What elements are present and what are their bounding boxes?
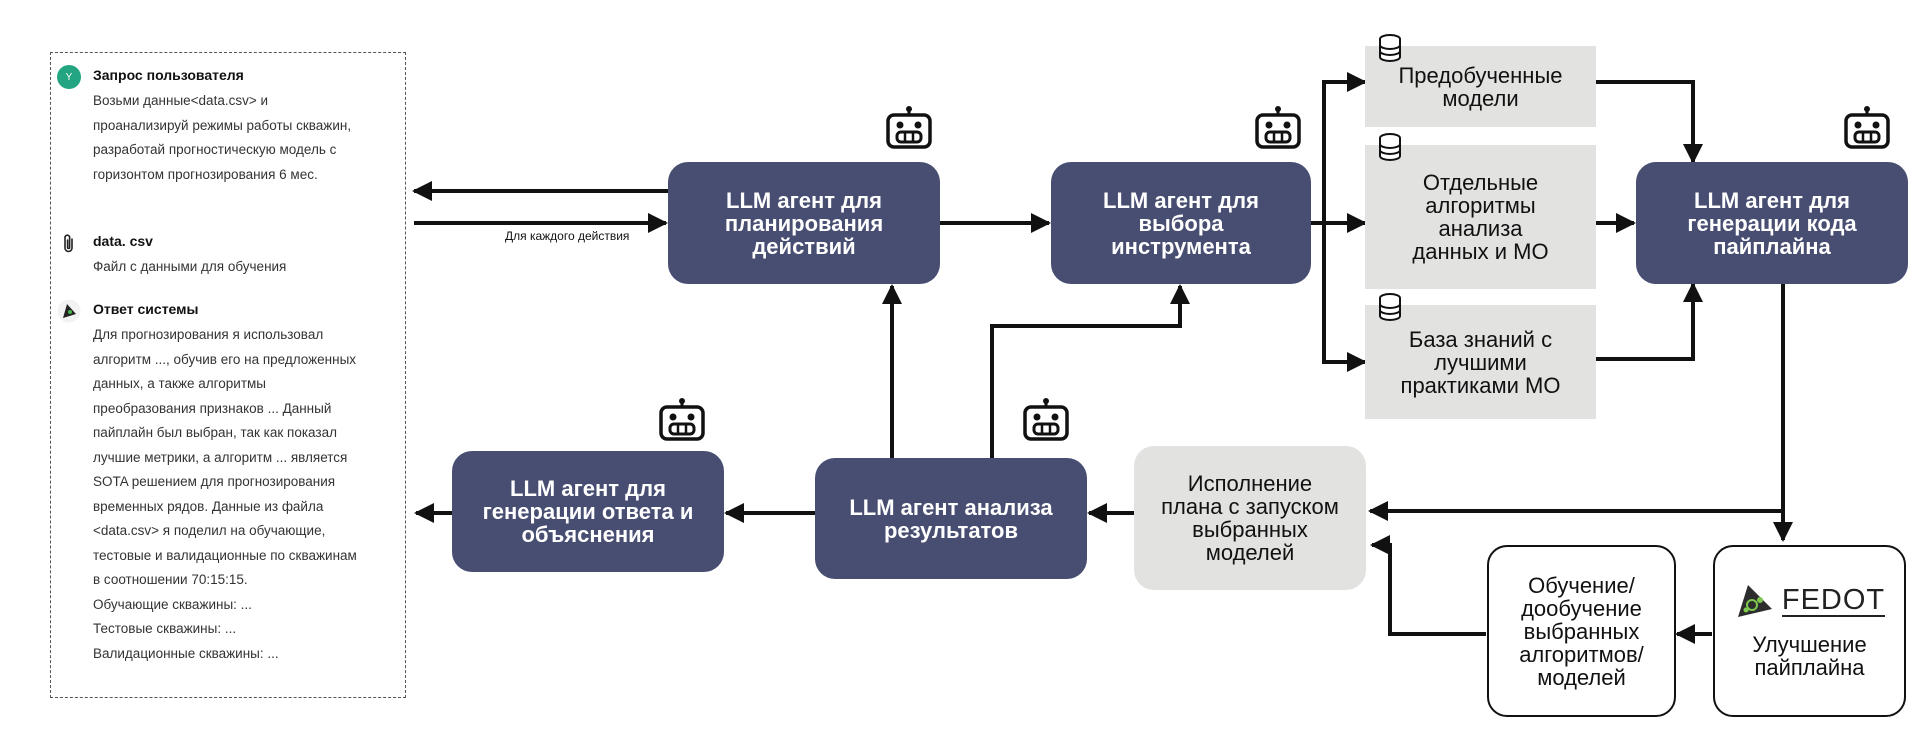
user-message-title: Запрос пользователя bbox=[93, 67, 244, 83]
database-icon bbox=[1379, 293, 1401, 321]
robot-icon bbox=[1255, 106, 1301, 149]
robot-icon bbox=[886, 106, 932, 149]
agent-analysis[interactable]: LLM агент анализа результатов bbox=[815, 458, 1087, 579]
execution-box[interactable]: Исполнение плана с запуском выбранных мо… bbox=[1134, 446, 1366, 590]
tool-algorithms[interactable]: Отдельные алгоритмы анализа данных и МО bbox=[1365, 145, 1596, 289]
tool-pretrained-models[interactable]: Предобученные модели bbox=[1365, 46, 1596, 127]
agent-planning[interactable]: LLM агент для планирования действий bbox=[668, 162, 940, 284]
fedot-box[interactable]: FEDOT Улучшение пайплайна bbox=[1713, 545, 1906, 717]
tool-knowledge-base[interactable]: База знаний с лучшими практиками МО bbox=[1365, 305, 1596, 419]
arrow-knowledge-to-codegen bbox=[1596, 282, 1703, 361]
fedot-logo: FEDOT bbox=[1734, 583, 1886, 619]
robot-icon bbox=[659, 398, 705, 441]
robot-icon bbox=[1844, 106, 1890, 149]
training-box[interactable]: Обучение/ дообучение выбранных алгоритмо… bbox=[1487, 545, 1676, 717]
chat-panel: Y Запрос пользователя Возьми данные<data… bbox=[50, 52, 406, 698]
agent-tool-select[interactable]: LLM агент для выбора инструмента bbox=[1051, 162, 1311, 284]
arrow-pretrained-to-codegen bbox=[1596, 80, 1703, 164]
system-avatar-icon bbox=[57, 299, 81, 323]
system-message-title: Ответ системы bbox=[93, 301, 199, 317]
database-icon bbox=[1379, 34, 1401, 62]
paperclip-icon bbox=[64, 234, 73, 253]
agent-codegen[interactable]: LLM агент для генерации кода пайплайна bbox=[1636, 162, 1908, 284]
system-message-text: Для прогнозирования я использовал алгори… bbox=[93, 327, 357, 661]
agent-answer[interactable]: LLM агент для генерации ответа и объясне… bbox=[452, 451, 724, 572]
fedot-caption: Улучшение пайплайна bbox=[1752, 632, 1867, 680]
arrow-toolselect-to-knowledge bbox=[1322, 223, 1367, 372]
edge-label-each-action: Для каждого действия bbox=[505, 229, 630, 243]
fedot-logo-text: FEDOT bbox=[1781, 584, 1886, 617]
robot-icon bbox=[1023, 398, 1069, 441]
database-icon bbox=[1379, 133, 1401, 161]
fedot-logo-icon bbox=[1737, 585, 1772, 617]
user-message-text: Возьми данные<data.csv> и проанализируй … bbox=[93, 93, 352, 182]
user-avatar-icon: Y bbox=[57, 65, 81, 89]
arrow-training-to-execution bbox=[1370, 535, 1486, 636]
attachment-file-name[interactable]: data. csv bbox=[93, 233, 153, 249]
arrow-toolselect-to-pretrained bbox=[1322, 72, 1367, 223]
arrow-analysis-to-toolselect bbox=[990, 284, 1190, 458]
attachment-description: Файл с данными для обучения bbox=[93, 259, 287, 274]
